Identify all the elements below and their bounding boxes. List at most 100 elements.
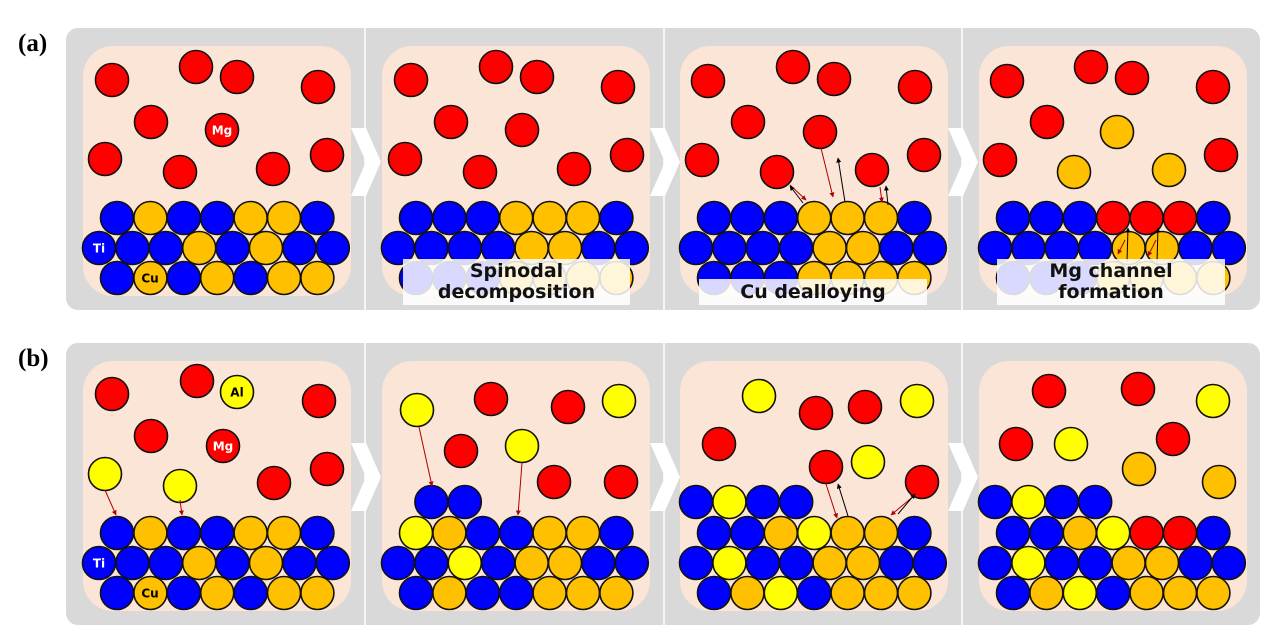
mg-atom [1155, 421, 1191, 457]
mg-atom [759, 154, 795, 190]
ti-atom [166, 575, 202, 611]
ti-atom [99, 260, 135, 296]
al-atom [1011, 545, 1046, 581]
al-atom [162, 468, 198, 504]
step-chevron-arrow [351, 128, 381, 196]
cu-atom [233, 200, 268, 236]
mg-atom [478, 49, 514, 85]
mg-atom [133, 104, 169, 140]
mg-atom [1162, 515, 1198, 551]
ti-atom [315, 230, 351, 266]
ti-atom [599, 200, 634, 236]
ti-atom [380, 545, 416, 581]
al-atom [850, 444, 886, 480]
al-atom [219, 374, 255, 410]
cu-atom [863, 200, 899, 236]
ti-atom [1178, 545, 1213, 581]
ti-atom [300, 515, 335, 551]
cu-atom [532, 515, 567, 551]
cu-atom [730, 575, 765, 611]
mg-atom [1073, 49, 1109, 85]
cu-atom [1029, 575, 1064, 611]
al-atom [1011, 484, 1046, 520]
mg-atom [998, 426, 1034, 462]
ti-atom [1095, 575, 1131, 611]
cu-atom [266, 515, 302, 551]
ti-atom [282, 230, 317, 266]
ti-atom [465, 200, 501, 236]
ti-atom [432, 200, 467, 236]
ti-atom [614, 230, 650, 266]
ti-atom [199, 515, 235, 551]
arrow-inward-icon [878, 186, 884, 203]
mg-atom [462, 154, 498, 190]
arrow-inward-icon [1147, 239, 1157, 257]
mg-atom [609, 137, 645, 173]
mg-atom [256, 465, 292, 501]
cu-atom [300, 575, 335, 611]
arrow-outward-icon [1125, 227, 1131, 263]
cu-atom [1111, 545, 1146, 581]
mg-atom [1095, 200, 1131, 236]
cu-atom [181, 545, 217, 581]
row-b-label: (b) [18, 345, 49, 372]
ti-atom [995, 515, 1031, 551]
ti-atom [115, 545, 150, 581]
mg-atom [504, 112, 540, 148]
ti-atom [99, 575, 135, 611]
ti-atom [995, 575, 1031, 611]
cu-atom [547, 545, 583, 581]
cu-atom [1062, 515, 1098, 551]
mg-atom [255, 151, 291, 187]
ti-atom [745, 230, 781, 266]
arrow-inward-icon [515, 462, 523, 516]
ti-atom [300, 200, 335, 236]
mg-atom-label: Mg [212, 124, 233, 138]
cu-atom [432, 515, 467, 551]
cu-atom [248, 545, 284, 581]
cu-atom [845, 230, 881, 266]
mg-atom [854, 152, 890, 188]
ti-atom [1077, 484, 1113, 520]
arrow-inward-icon [178, 499, 184, 516]
cu-atom [845, 545, 881, 581]
cu-atom-label: Cu [141, 272, 158, 286]
ti-atom [414, 484, 449, 520]
cu-atom [199, 575, 235, 611]
ti-atom [897, 515, 932, 551]
al-atom [899, 383, 935, 419]
cu-atom [812, 230, 847, 266]
cu-atom [565, 200, 601, 236]
ti-atom [465, 575, 501, 611]
cu-atom [1056, 154, 1092, 190]
cu-atom [199, 260, 235, 296]
ti-atom [1196, 515, 1231, 551]
mg-atom [219, 59, 255, 95]
ti-atom [745, 484, 781, 520]
ti-atom [115, 230, 150, 266]
cu-atom [830, 575, 865, 611]
step-chevron-arrow [650, 128, 680, 196]
ti-atom [498, 575, 534, 611]
al-atom [504, 428, 540, 464]
ti-atom [696, 200, 732, 236]
cu-atom [830, 515, 865, 551]
al-atom [601, 383, 637, 419]
cu-atom [863, 515, 899, 551]
cu-atom [1129, 575, 1164, 611]
ti-atom [1062, 200, 1098, 236]
ti-atom [215, 545, 250, 581]
arrow-inward-icon [104, 489, 117, 516]
mg-atom [519, 59, 555, 95]
mg-atom [802, 114, 838, 150]
mg-atom [550, 389, 586, 425]
arrow-outward-icon [836, 157, 846, 203]
mg-atom [1129, 515, 1164, 551]
mg-atom [904, 464, 940, 500]
ti-atom-label: Ti [93, 242, 105, 256]
ti-atom [897, 200, 932, 236]
mg-atom [600, 69, 636, 105]
cu-atom [1144, 545, 1180, 581]
mg-atom [1203, 137, 1239, 173]
